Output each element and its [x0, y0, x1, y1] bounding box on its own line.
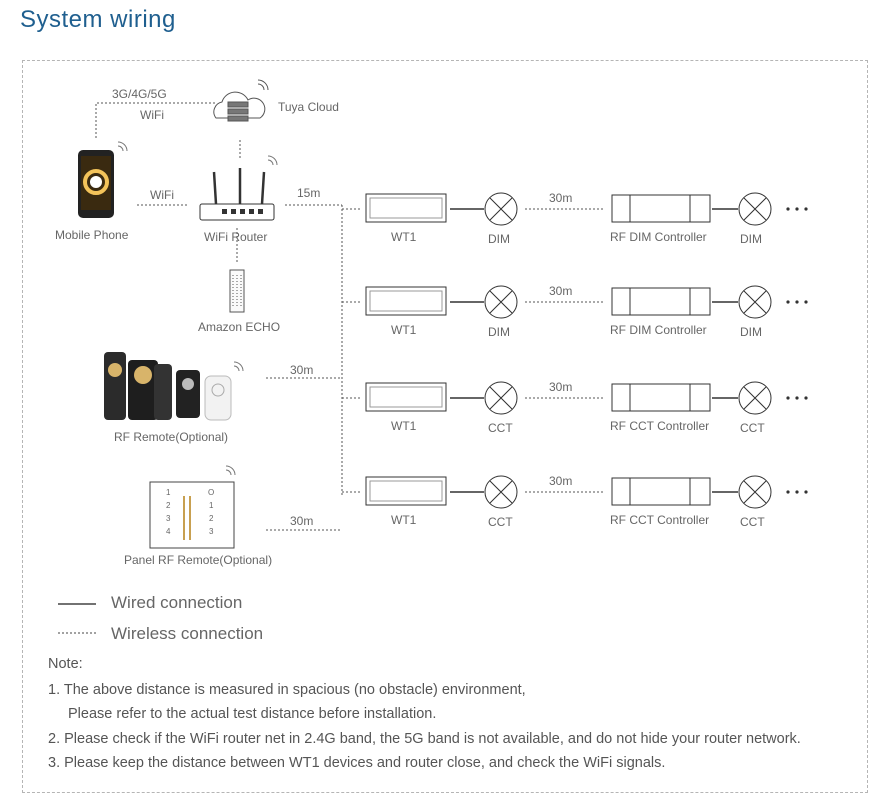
wt1-device	[365, 286, 447, 316]
legend-wired: Wired connection	[111, 593, 243, 612]
rf-controller-device	[611, 194, 711, 223]
page-title: System wiring	[20, 6, 176, 33]
controller-label: RF DIM Controller	[610, 230, 707, 244]
phone-label: Mobile Phone	[55, 228, 129, 242]
wt1-device	[365, 193, 447, 223]
wt1-device	[365, 382, 447, 412]
load2-label: CCT	[740, 421, 765, 435]
load-label: CCT	[488, 421, 513, 435]
link-distance-label: 30m	[549, 474, 573, 488]
router-label: WiFi Router	[204, 230, 268, 244]
cloud-icon	[213, 79, 269, 122]
controller-label: RF CCT Controller	[610, 513, 710, 527]
controller-label: RF DIM Controller	[610, 323, 707, 337]
panel-remote-icon	[149, 465, 236, 549]
ellipsis-dot	[804, 207, 808, 211]
note-1a: 1. The above distance is measured in spa…	[48, 682, 526, 698]
ellipsis-dot	[786, 490, 790, 494]
router-distance-label: 15m	[297, 186, 321, 200]
panel-distance-label: 30m	[290, 514, 314, 528]
wt1-label: WT1	[391, 419, 417, 433]
load-label: DIM	[488, 325, 510, 339]
rf-controller-device	[611, 287, 711, 316]
panel-key-right-2: 2	[209, 514, 214, 523]
ellipsis-dot	[786, 207, 790, 211]
note-1b: Please refer to the actual test distance…	[68, 706, 437, 722]
link-distance-label: 30m	[549, 191, 573, 205]
ellipsis-dot	[795, 490, 799, 494]
ellipsis-dot	[804, 490, 808, 494]
link-distance-label: 30m	[549, 284, 573, 298]
echo-label: Amazon ECHO	[198, 320, 281, 334]
link-distance-label: 30m	[549, 380, 573, 394]
load2-label: CCT	[740, 515, 765, 529]
legend-wireless: Wireless connection	[111, 624, 264, 643]
controller-label: RF CCT Controller	[610, 419, 710, 433]
panel-key-4: 4	[166, 527, 171, 536]
load-label: CCT	[488, 515, 513, 529]
rf-remote-distance-label: 30m	[290, 363, 314, 377]
ellipsis-dot	[786, 396, 790, 400]
device-row	[342, 475, 808, 509]
panel-key-right-3: 3	[209, 527, 214, 536]
device-row	[342, 192, 808, 226]
phone-link-label: WiFi	[150, 188, 174, 202]
wt1-label: WT1	[391, 513, 417, 527]
device-rows	[342, 192, 808, 509]
panel-key-1: 1	[166, 488, 171, 497]
note-3: 3. Please keep the distance between WT1 …	[48, 755, 666, 771]
ellipsis-dot	[795, 207, 799, 211]
wt1-label: WT1	[391, 230, 417, 244]
network-wifi-label: WiFi	[140, 108, 164, 122]
load2-label: DIM	[740, 232, 762, 246]
rf-remote-label: RF Remote(Optional)	[114, 430, 229, 444]
device-row	[342, 285, 808, 319]
rf-remote-icons	[104, 352, 244, 421]
cloud-label: Tuya Cloud	[278, 100, 339, 114]
panel-key-right-0: O	[208, 488, 215, 497]
panel-key-3: 3	[166, 514, 171, 523]
panel-key-2: 2	[166, 501, 171, 510]
wt1-label: WT1	[391, 323, 417, 337]
network-label: 3G/4G/5G	[112, 87, 167, 101]
ellipsis-dot	[795, 396, 799, 400]
note-2: 2. Please check if the WiFi router net i…	[48, 731, 801, 747]
wt1-device	[365, 476, 447, 506]
ellipsis-dot	[804, 300, 808, 304]
panel-key-right-1: 1	[209, 501, 214, 510]
load-label: DIM	[488, 232, 510, 246]
notes-heading: Note:	[48, 656, 83, 672]
ellipsis-dot	[786, 300, 790, 304]
panel-label: Panel RF Remote(Optional)	[124, 553, 273, 567]
diagram-frame	[22, 60, 868, 793]
echo-icon	[229, 269, 245, 313]
rf-controller-device	[611, 383, 711, 412]
device-row	[342, 381, 808, 415]
ellipsis-dot	[804, 396, 808, 400]
ellipsis-dot	[795, 300, 799, 304]
rf-controller-device	[611, 477, 711, 506]
router-icon	[199, 155, 278, 221]
phone-icon	[78, 141, 128, 218]
load2-label: DIM	[740, 325, 762, 339]
